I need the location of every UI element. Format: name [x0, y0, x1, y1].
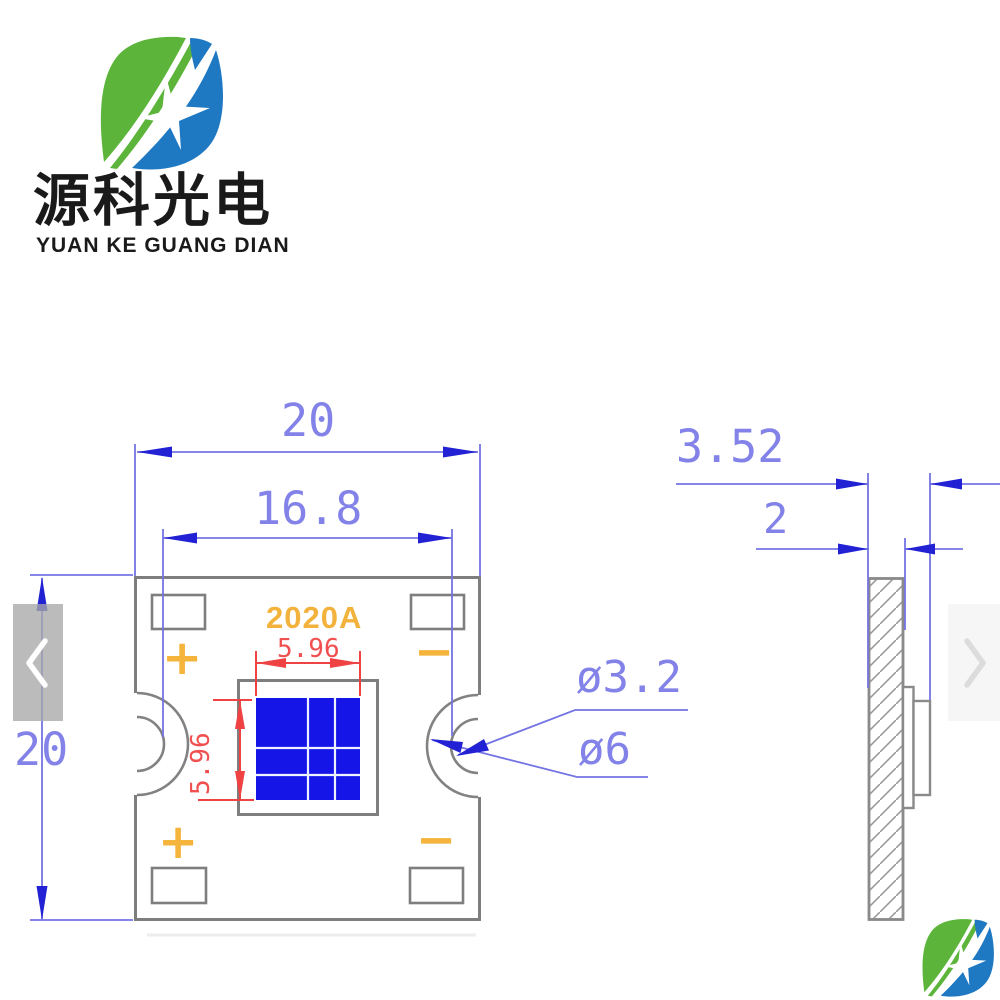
polarity-minus-top: −: [414, 624, 455, 680]
carousel-prev-button[interactable]: [13, 604, 63, 721]
dimension-arrowheads: [36, 446, 489, 920]
dim-label-notch-inner-dia: ø3.2: [576, 652, 682, 703]
brand-leaf-logo-small: [922, 919, 994, 997]
solder-pads: [150, 593, 466, 905]
side-view: [676, 473, 1000, 921]
part-number-label: 2020A: [266, 600, 363, 635]
die-dimensions-red: [198, 651, 361, 801]
brand-name-english: YUAN KE GUANG DIAN: [36, 234, 290, 257]
dim-label-base-thickness: 2: [763, 494, 789, 543]
dim-label-inner-width: 16.8: [254, 482, 363, 535]
left-notch-arcs: [136, 691, 190, 797]
front-view-package-outline: [84, 576, 531, 937]
brand-leaf-logo: [100, 36, 223, 170]
blue-led-die: [256, 698, 360, 800]
side-view-hatching: [867, 577, 905, 921]
dim-label-notch-outer-dia: ø6: [578, 724, 631, 775]
dim-label-outer-width: 20: [281, 394, 336, 447]
dim-label-die-height: 5.96: [186, 732, 216, 795]
polarity-plus-top: +: [162, 630, 203, 686]
dim-label-total-thickness: 3.52: [676, 420, 785, 473]
polarity-minus-bottom: −: [416, 812, 457, 868]
polarity-plus-bottom: +: [158, 814, 199, 870]
dim-label-outer-height: 20: [14, 723, 69, 776]
brand-name-chinese: 源科光电: [33, 168, 273, 234]
chevron-right-icon: [964, 637, 986, 688]
dim-label-die-width: 5.96: [277, 634, 340, 664]
carousel-next-button[interactable]: [948, 604, 1000, 721]
chevron-left-icon: [26, 637, 48, 688]
